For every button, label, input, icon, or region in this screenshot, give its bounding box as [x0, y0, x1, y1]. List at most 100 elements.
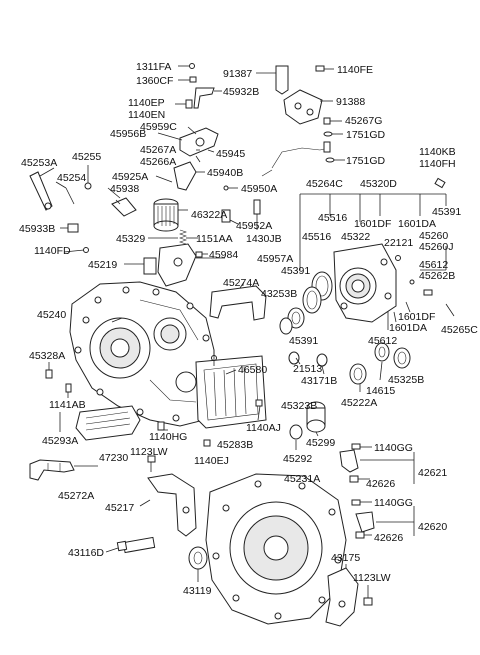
pin-1601DF-b — [405, 301, 411, 313]
tube-43116D — [105, 536, 156, 554]
label-45267G: 45267G — [345, 115, 382, 127]
part-1141AB — [65, 383, 72, 398]
hose-45272A — [29, 459, 75, 481]
label-1140GG-b: 1140GG — [374, 497, 413, 509]
seal-45325B — [393, 347, 411, 369]
label-45940B: 45940B — [207, 167, 243, 179]
label-45260J: 45260J — [419, 241, 453, 253]
shaft-assembly-45945 — [157, 126, 219, 157]
label-42621: 42621 — [418, 467, 447, 479]
label-45231A: 45231A — [284, 473, 320, 485]
label-45219: 45219 — [88, 259, 117, 271]
bolt-1140KB — [434, 177, 446, 189]
label-45391-b: 45391 — [281, 265, 310, 277]
part-45612-a — [409, 279, 415, 285]
label-45612-a: 45612 — [419, 259, 448, 271]
bracket-43175 — [325, 564, 359, 627]
plug-1430JB — [253, 199, 261, 230]
label-22121: 22121 — [384, 237, 413, 249]
bracket-91388 — [283, 89, 333, 125]
label-21513: 21513 — [293, 363, 322, 375]
bolt-1140AJ — [255, 399, 263, 407]
label-91387: 91387 — [223, 68, 252, 80]
bolt-1140EJ — [203, 439, 211, 447]
label-45222A: 45222A — [341, 397, 377, 409]
bolt-22121 — [395, 255, 401, 261]
bolt-1140FD — [83, 247, 89, 253]
label-1751GD-b: 1751GD — [346, 155, 386, 167]
label-45217: 45217 — [105, 502, 134, 514]
label-45255: 45255 — [72, 151, 101, 163]
label-1140AJ: 1140AJ — [246, 422, 281, 434]
pin-45950A — [223, 185, 238, 191]
bolt-42626-b — [355, 531, 372, 539]
label-45950A: 45950A — [241, 183, 277, 195]
label-45266A: 45266A — [140, 156, 176, 168]
ring-45222A — [349, 363, 367, 385]
label-42620: 42620 — [418, 521, 447, 533]
label-45253A: 45253A — [21, 157, 57, 169]
leader-lines — [39, 167, 383, 507]
label-45391-a: 45391 — [432, 206, 461, 218]
label-1140EN: 1140EN — [128, 109, 165, 121]
label-45260: 45260 — [419, 230, 448, 242]
part-45933B — [60, 223, 79, 233]
label-45292: 45292 — [283, 453, 312, 465]
bolt-1360CF — [178, 76, 197, 83]
label-45323B: 45323B — [281, 400, 317, 412]
bolt-1123LW-a — [147, 455, 156, 472]
label-1430JB: 1430JB — [246, 233, 282, 245]
rod-45925A — [155, 175, 173, 183]
bolt-1140HG — [157, 421, 165, 431]
label-43253B: 43253B — [261, 288, 297, 300]
seal-ring-45516-b — [302, 286, 322, 314]
seal-43119 — [188, 546, 208, 582]
bolt-1140EP — [175, 99, 193, 109]
label-45272A: 45272A — [58, 490, 94, 502]
label-45299: 45299 — [306, 437, 335, 449]
label-45264C: 45264C — [306, 178, 343, 190]
label-43171B: 43171B — [301, 375, 337, 387]
transaxle-case-45240 — [69, 281, 215, 427]
label-45283B: 45283B — [217, 439, 253, 451]
label-45516-b: 45516 — [302, 231, 331, 243]
lever-45932B — [193, 87, 222, 109]
label-46322A: 46322A — [191, 209, 227, 221]
label-1140HG: 1140HG — [149, 431, 187, 443]
strainer-47230 — [75, 405, 141, 441]
label-45391-c: 45391 — [289, 335, 318, 347]
label-45938: 45938 — [110, 183, 139, 195]
label-1123LW-a: 1123LW — [130, 446, 168, 458]
label-45959C: 45959C — [140, 121, 177, 133]
pin-45254 — [65, 187, 75, 205]
label-43116D: 43116D — [68, 547, 104, 559]
label-1140KB: 1140KB — [419, 146, 456, 158]
label-45956B: 45956B — [110, 128, 146, 140]
plug-45219 — [124, 257, 157, 275]
label-45322: 45322 — [341, 231, 370, 243]
ring-45292 — [289, 424, 303, 440]
label-45984: 45984 — [209, 249, 238, 261]
label-42626-a: 42626 — [366, 478, 395, 490]
label-43119: 43119 — [183, 585, 212, 597]
label-1140GG-a: 1140GG — [374, 442, 413, 454]
dowel-45265C — [445, 303, 455, 317]
lever-45253A — [29, 171, 53, 211]
oil-pump-45322 — [333, 243, 397, 323]
label-1751GD-a: 1751GD — [346, 129, 386, 141]
label-45240: 45240 — [37, 309, 66, 321]
label-45265C: 45265C — [441, 324, 478, 336]
sensor-42620 — [355, 506, 415, 536]
lever-45940B — [173, 161, 205, 191]
label-46580: 46580 — [238, 364, 267, 376]
label-45328A: 45328A — [29, 350, 65, 362]
label-1311FA: 1311FA — [136, 61, 171, 73]
bracket-45938 — [111, 197, 137, 217]
label-45925A: 45925A — [112, 171, 148, 183]
spring-45329 — [148, 229, 187, 245]
bolt-1311FA — [178, 63, 195, 69]
bolt-1140GG-a — [351, 443, 372, 450]
label-1140FD: 1140FD — [34, 245, 71, 257]
bolt-1123LW-b — [363, 585, 373, 606]
